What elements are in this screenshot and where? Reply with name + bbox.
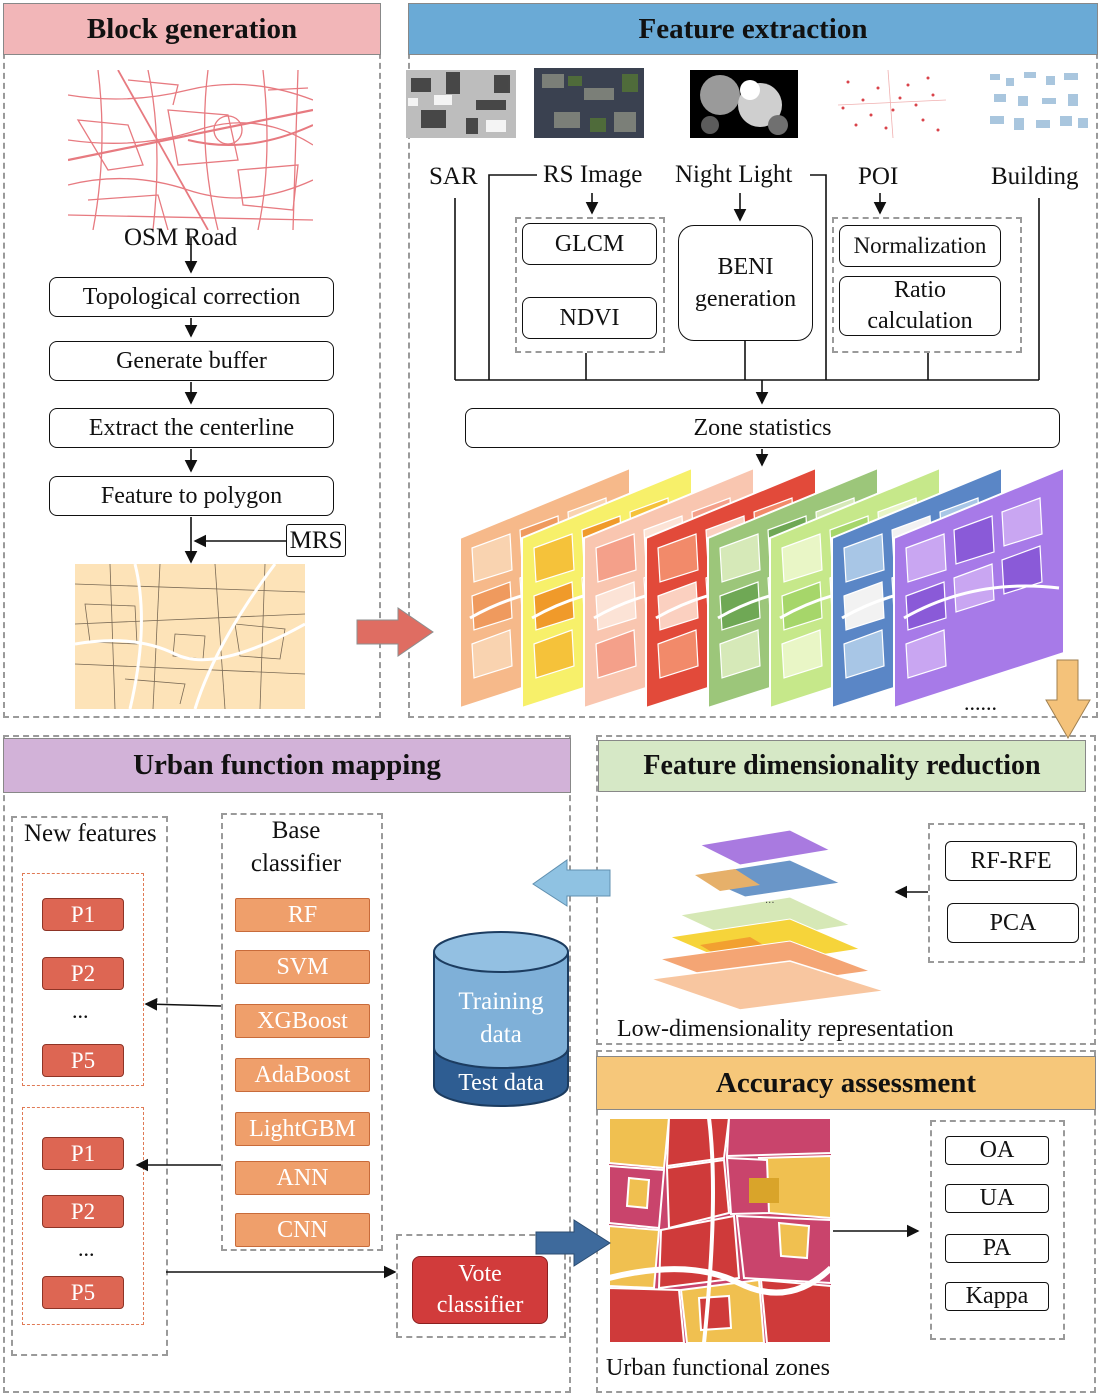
- beni-line2: generation: [694, 286, 797, 312]
- block-result-map: [75, 564, 305, 709]
- step-extract-centerline: Extract the centerline: [49, 408, 334, 448]
- metric-kappa: Kappa: [945, 1282, 1049, 1311]
- night-light-thumbnail: [690, 70, 798, 138]
- new-features-label: New features: [24, 820, 157, 847]
- block-generation-title: Block generation: [3, 3, 381, 55]
- step-topological-correction: Topological correction: [49, 277, 334, 317]
- step-generate-buffer: Generate buffer: [49, 341, 334, 381]
- accuracy-panel: [596, 1050, 1096, 1393]
- ndvi-box: NDVI: [522, 297, 657, 339]
- classifier-rf: RF: [235, 898, 370, 932]
- building-label: Building: [991, 163, 1079, 190]
- feature-layers-stack: [460, 468, 1065, 710]
- reduction-methods-group: [928, 823, 1085, 963]
- low-dim-layers: ...: [649, 829, 886, 1011]
- group2-ellipsis: ...: [78, 1236, 95, 1261]
- metric-oa: OA: [945, 1136, 1049, 1165]
- rf-rfe-box: RF-RFE: [945, 841, 1077, 881]
- base-line2: classifier: [250, 849, 342, 877]
- vote-line2: classifier: [436, 1292, 524, 1318]
- glcm-box: GLCM: [522, 223, 657, 265]
- night-light-label: Night Light: [675, 161, 793, 188]
- base-classifier-label: Base classifier: [221, 815, 371, 880]
- osm-road-map: [68, 70, 313, 230]
- osm-road-label: OSM Road: [124, 224, 238, 251]
- feature-group-1: [22, 873, 144, 1086]
- zone-statistics-box: Zone statistics: [465, 408, 1060, 448]
- classifier-cnn: CNN: [235, 1213, 370, 1247]
- metric-ua: UA: [945, 1184, 1049, 1213]
- poi-label: POI: [858, 163, 899, 190]
- metrics-group: [930, 1120, 1065, 1340]
- dim-reduction-title: Feature dimensionality reduction: [598, 740, 1086, 792]
- ratio-line2: calculation: [867, 308, 973, 334]
- svg-text:...: ...: [765, 895, 775, 906]
- feature-layer: [893, 468, 1065, 710]
- sar-thumbnail: [406, 70, 516, 138]
- big-arrow-navy-right: [535, 1219, 611, 1267]
- big-arrow-red: [356, 607, 434, 657]
- training-data-label: Training data: [436, 986, 566, 1051]
- accuracy-title: Accuracy assessment: [596, 1056, 1096, 1110]
- classifier-ann: ANN: [235, 1161, 370, 1195]
- training-line1: Training: [458, 988, 544, 1015]
- layers-ellipsis: ......: [964, 690, 997, 715]
- base-classifier-group: [221, 813, 383, 1251]
- feature-group-2: [22, 1107, 144, 1325]
- normalization-box: Normalization: [839, 225, 1001, 267]
- step-feature-to-polygon: Feature to polygon: [49, 476, 334, 516]
- urban-function-mapping-title: Urban function mapping: [3, 738, 571, 793]
- texture-group: [515, 217, 665, 353]
- rs-image-label: RS Image: [543, 161, 643, 188]
- building-thumbnail: [984, 68, 1092, 138]
- training-line2: data: [480, 1020, 522, 1048]
- test-data-label: Test data: [458, 1070, 544, 1096]
- group2-p1: P1: [42, 1137, 124, 1170]
- big-arrow-blue-left: [532, 859, 611, 907]
- classifier-lightgbm: LightGBM: [235, 1112, 370, 1146]
- poi-process-group: [832, 217, 1022, 353]
- group1-ellipsis: ...: [72, 998, 89, 1023]
- new-features-group: [11, 816, 168, 1356]
- vote-classifier-group: [396, 1234, 566, 1338]
- ratio-line1: Ratio: [894, 276, 946, 303]
- pca-box: PCA: [947, 903, 1079, 943]
- beni-line1: BENI: [717, 253, 774, 280]
- metric-pa: PA: [945, 1234, 1049, 1263]
- mrs-box: MRS: [286, 524, 346, 557]
- group1-p2: P2: [42, 957, 124, 990]
- classifier-xgboost: XGBoost: [235, 1004, 370, 1038]
- classifier-adaboost: AdaBoost: [235, 1058, 370, 1092]
- beni-generation-box: BENI generation: [678, 225, 813, 341]
- urban-function-mapping-panel: [3, 735, 571, 1393]
- big-arrow-orange: [1045, 659, 1091, 739]
- group2-p5: P5: [42, 1276, 124, 1309]
- group1-p5: P5: [42, 1044, 124, 1077]
- urban-zones-caption: Urban functional zones: [606, 1355, 830, 1381]
- low-dim-caption: Low-dimensionality representation: [617, 1016, 954, 1042]
- group1-p1: P1: [42, 898, 124, 931]
- classifier-svm: SVM: [235, 950, 370, 984]
- rs-image-thumbnail: [534, 68, 644, 138]
- sar-label: SAR: [429, 163, 478, 190]
- vote-line1: Vote: [458, 1260, 502, 1287]
- vote-classifier-box: Vote classifier: [412, 1256, 548, 1324]
- poi-thumbnail: [838, 70, 946, 138]
- feature-extraction-title: Feature extraction: [408, 3, 1098, 55]
- base-line1: Base: [271, 817, 321, 844]
- training-test-database: [433, 931, 569, 1107]
- urban-functional-zones-map: [609, 1118, 831, 1343]
- ratio-calculation-box: Ratio calculation: [839, 276, 1001, 336]
- group2-p2: P2: [42, 1195, 124, 1228]
